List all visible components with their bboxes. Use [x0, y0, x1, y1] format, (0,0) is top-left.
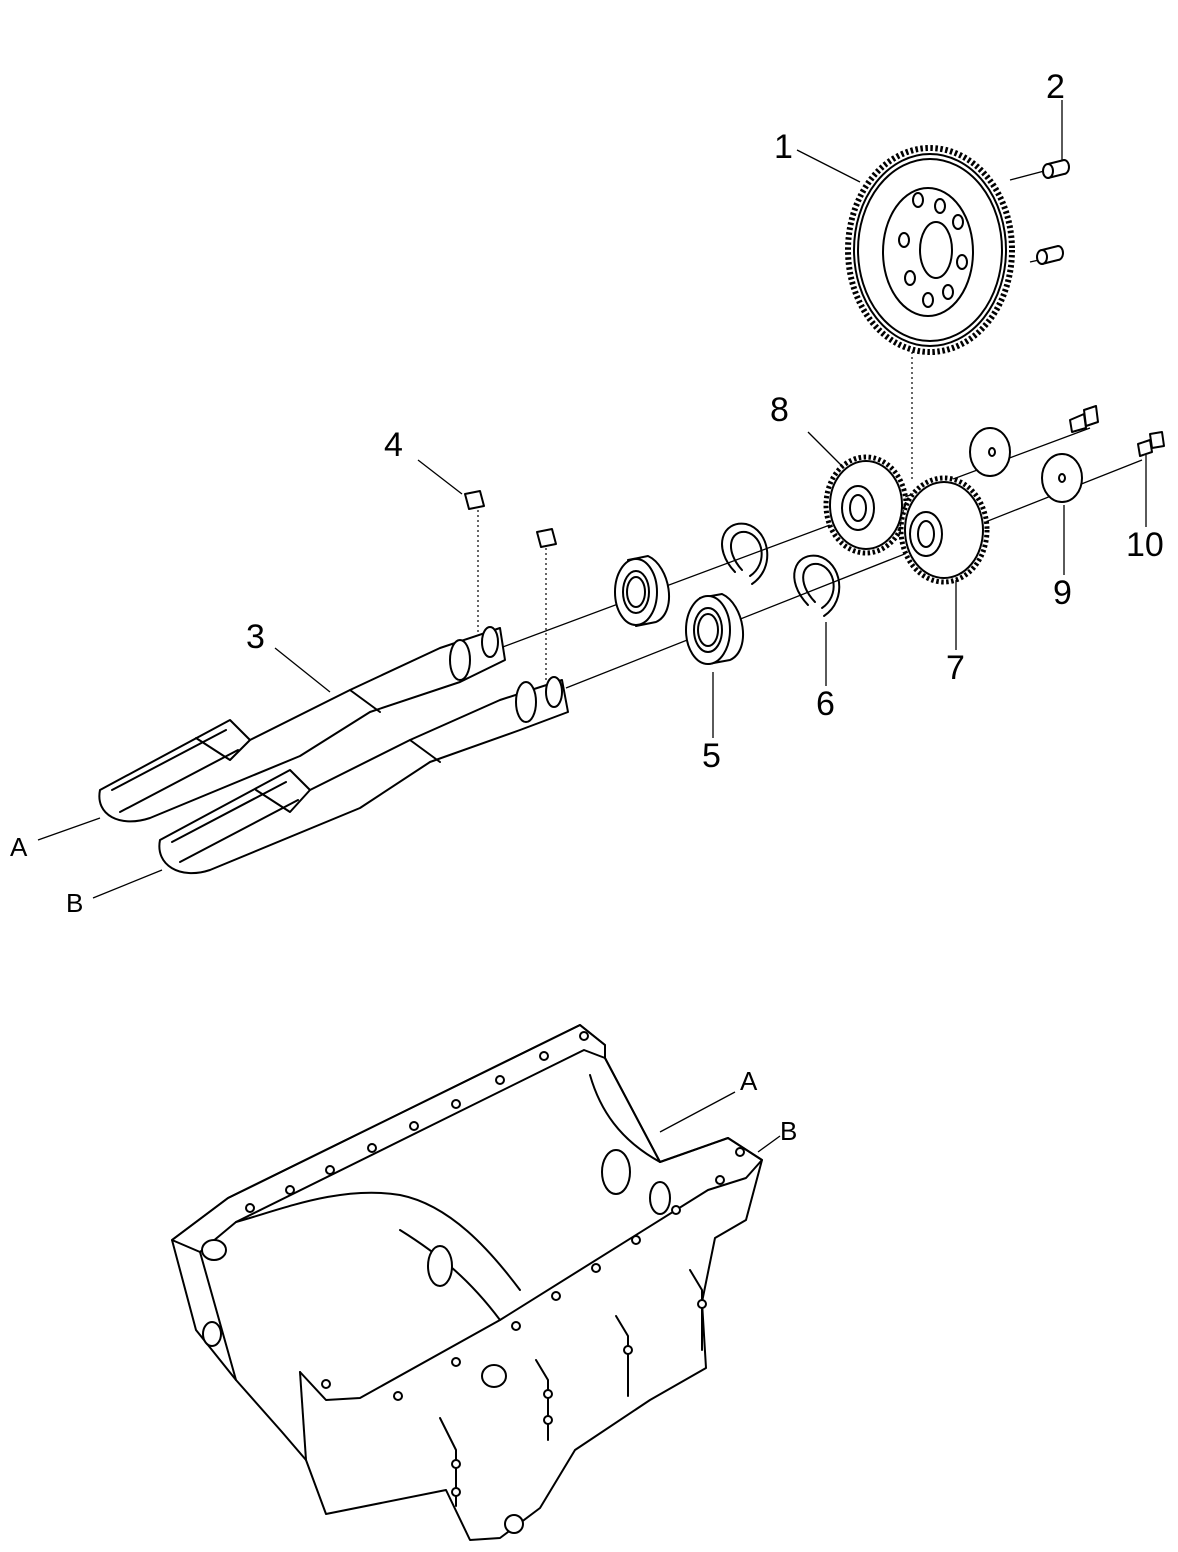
keys — [464, 490, 557, 548]
gear-8 — [823, 454, 909, 556]
callout-2: 2 — [1046, 68, 1065, 106]
ref-shaft-b: B — [66, 888, 83, 918]
callout-4: 4 — [384, 426, 403, 464]
shaft-a — [98, 626, 506, 823]
ref-housing-b: B — [780, 1116, 797, 1146]
ref-housing-a: A — [740, 1066, 758, 1096]
bearings — [614, 555, 745, 665]
flange-bolt-holes — [245, 1031, 745, 1497]
callout-5: 5 — [702, 737, 721, 775]
washers — [969, 427, 1083, 503]
ref-shaft-a: A — [10, 832, 28, 862]
large-gear — [845, 145, 1015, 355]
oil-pan-housing — [171, 1024, 763, 1541]
circlips — [721, 522, 841, 617]
callout-10: 10 — [1126, 526, 1164, 564]
leader-lines — [37, 100, 1147, 1153]
callout-3: 3 — [246, 618, 265, 656]
bolts — [1069, 405, 1165, 457]
callout-9: 9 — [1053, 574, 1072, 612]
shaft-b — [158, 676, 569, 875]
callout-6: 6 — [816, 685, 835, 723]
gear-7 — [898, 475, 990, 585]
assembly-axis-lines — [477, 352, 1143, 689]
dowel-pins — [1036, 159, 1070, 265]
callout-8: 8 — [770, 391, 789, 429]
callout-labels: 1 2 3 4 5 6 7 8 9 10 A B A B — [10, 68, 1164, 1146]
callout-7: 7 — [946, 649, 965, 687]
callout-1: 1 — [774, 128, 793, 166]
